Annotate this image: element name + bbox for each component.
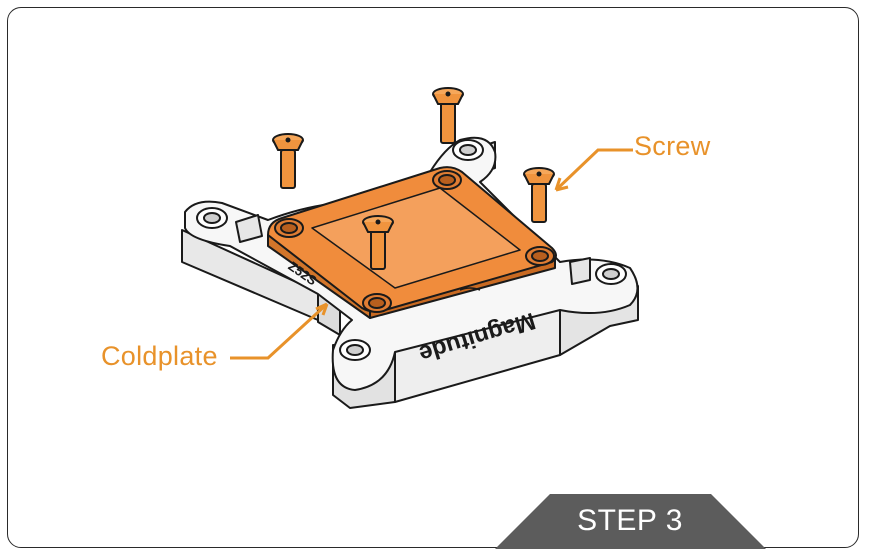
screw-callout-label: Screw — [634, 131, 711, 161]
coldplate-callout-label: Coldplate — [101, 341, 218, 371]
step-tab-shape — [495, 494, 766, 549]
coldplate — [267, 166, 557, 319]
coldplate-leader-line — [230, 302, 329, 360]
screw-right — [523, 167, 555, 223]
screw-back — [432, 87, 464, 144]
screw-leader-line — [554, 148, 633, 192]
step-label: STEP 3 — [577, 504, 683, 537]
screw-left — [272, 133, 304, 189]
screw-center — [362, 215, 394, 270]
